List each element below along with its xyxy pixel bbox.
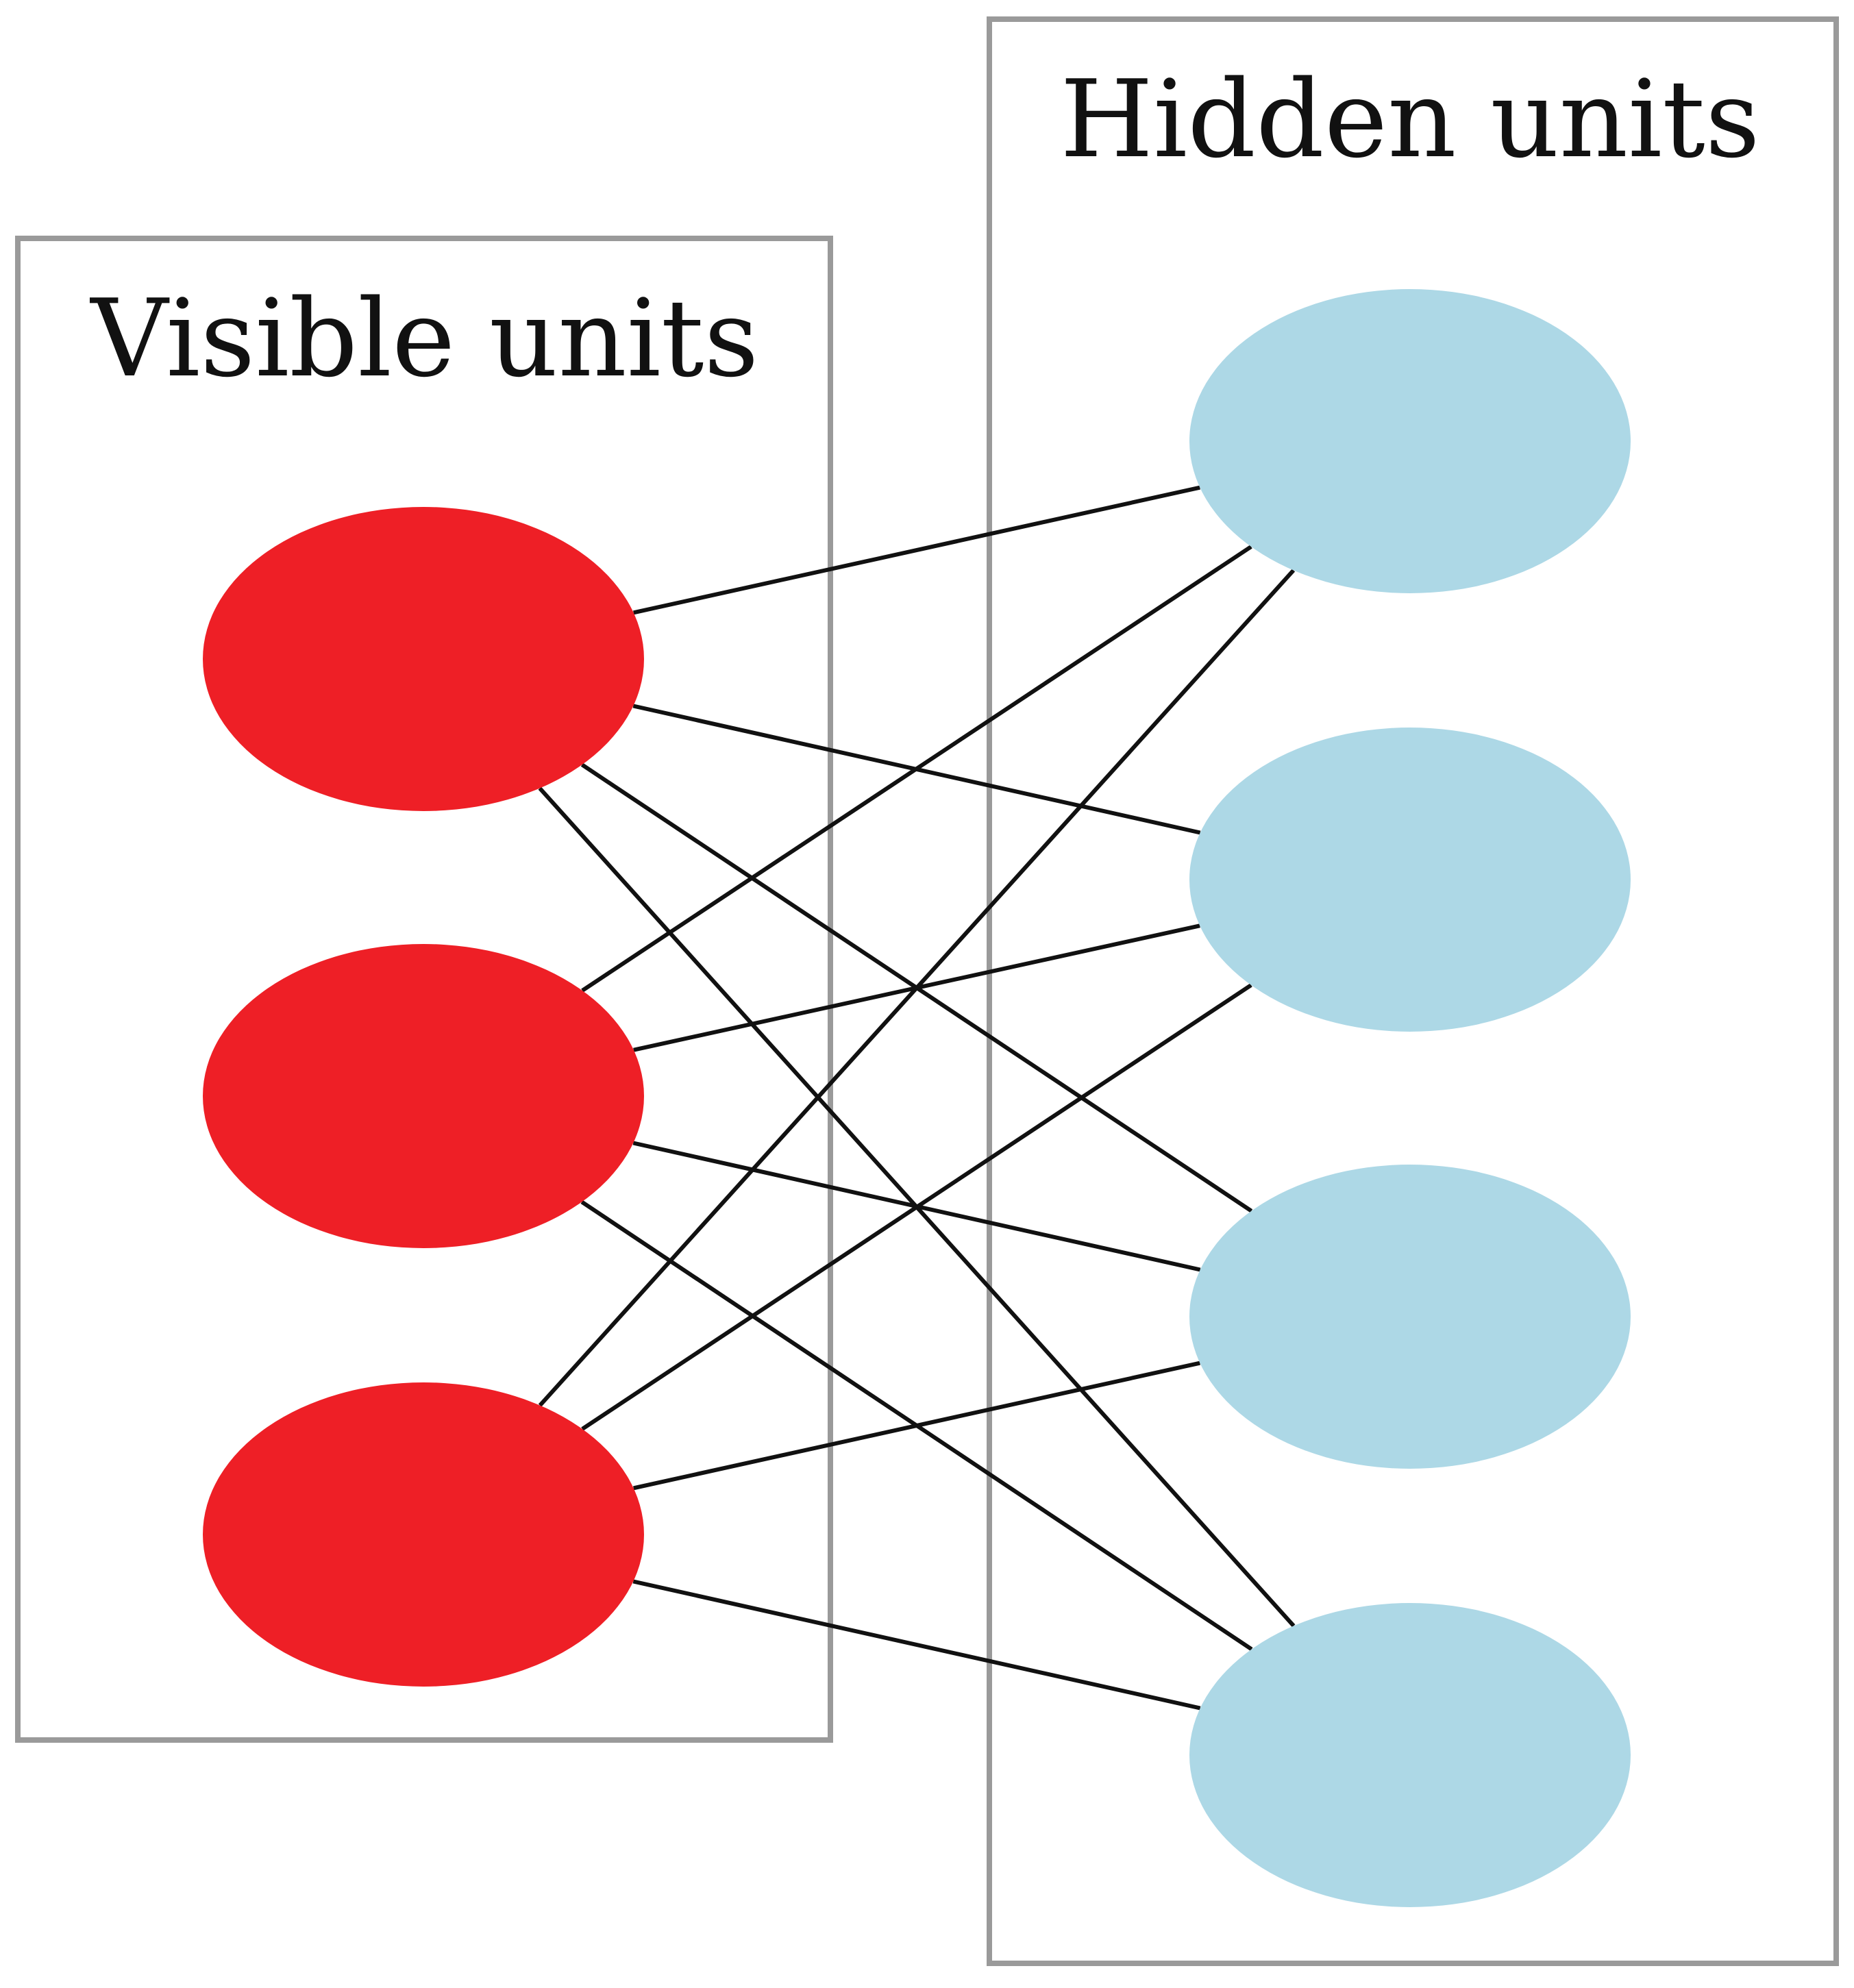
edge-v3-h2 xyxy=(581,983,1252,1431)
connection-edges xyxy=(538,485,1296,1711)
hidden-units-box xyxy=(987,16,1839,1966)
visible-units-box xyxy=(15,236,833,1743)
hidden-unit-h2 xyxy=(1189,728,1631,1032)
visible-units-label: Visible units xyxy=(90,276,759,401)
hidden-unit-h1 xyxy=(1189,289,1631,593)
edge-v1-h1 xyxy=(633,485,1200,615)
edge-v3-h4 xyxy=(632,1579,1201,1711)
visible-unit-v3 xyxy=(203,1382,644,1687)
visible-unit-v2 xyxy=(203,944,644,1248)
edge-v2-h1 xyxy=(581,545,1252,993)
visible-units xyxy=(203,507,644,1687)
hidden-unit-h4 xyxy=(1189,1603,1631,1907)
visible-unit-v1 xyxy=(203,507,644,811)
edge-v3-h1 xyxy=(538,569,1296,1407)
hidden-unit-h3 xyxy=(1189,1165,1631,1469)
hidden-units xyxy=(1189,289,1631,1907)
hidden-units-label: Hidden units xyxy=(1060,57,1760,182)
edge-v3-h3 xyxy=(633,1360,1200,1491)
